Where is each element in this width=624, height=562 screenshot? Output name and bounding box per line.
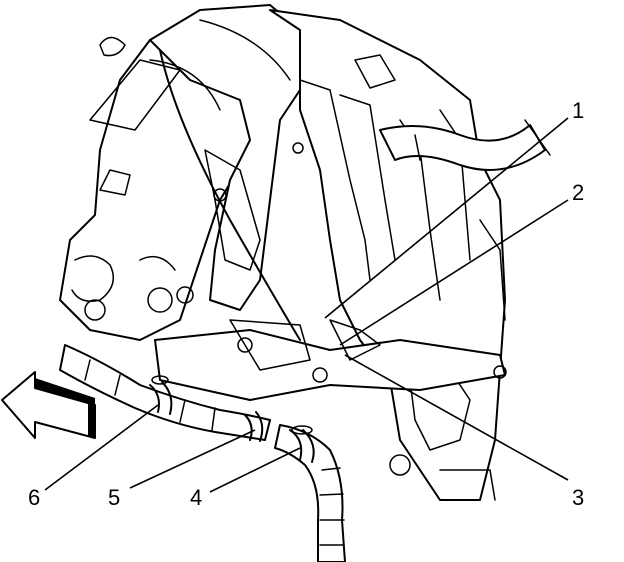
leader-1	[324, 117, 569, 319]
callout-3: 3	[572, 485, 584, 510]
callout-leaders	[44, 117, 569, 493]
lower-radiator-hose	[274, 424, 346, 562]
leader-4	[209, 447, 301, 493]
leader-5	[129, 429, 256, 489]
callout-2: 2	[572, 180, 584, 205]
callout-labels: 1 2 3 4 5 6	[28, 98, 584, 510]
callout-4: 4	[190, 485, 202, 510]
callout-6: 6	[28, 485, 40, 510]
upper-radiator-hose	[379, 119, 551, 171]
leader-3	[344, 354, 569, 481]
leader-6	[44, 404, 159, 491]
hose-bracket	[154, 319, 507, 401]
callout-1: 1	[572, 98, 584, 123]
callout-5: 5	[108, 485, 120, 510]
heater-hose-left	[59, 344, 271, 442]
forward-direction-arrow-icon	[1, 371, 96, 439]
leader-2	[339, 199, 569, 346]
